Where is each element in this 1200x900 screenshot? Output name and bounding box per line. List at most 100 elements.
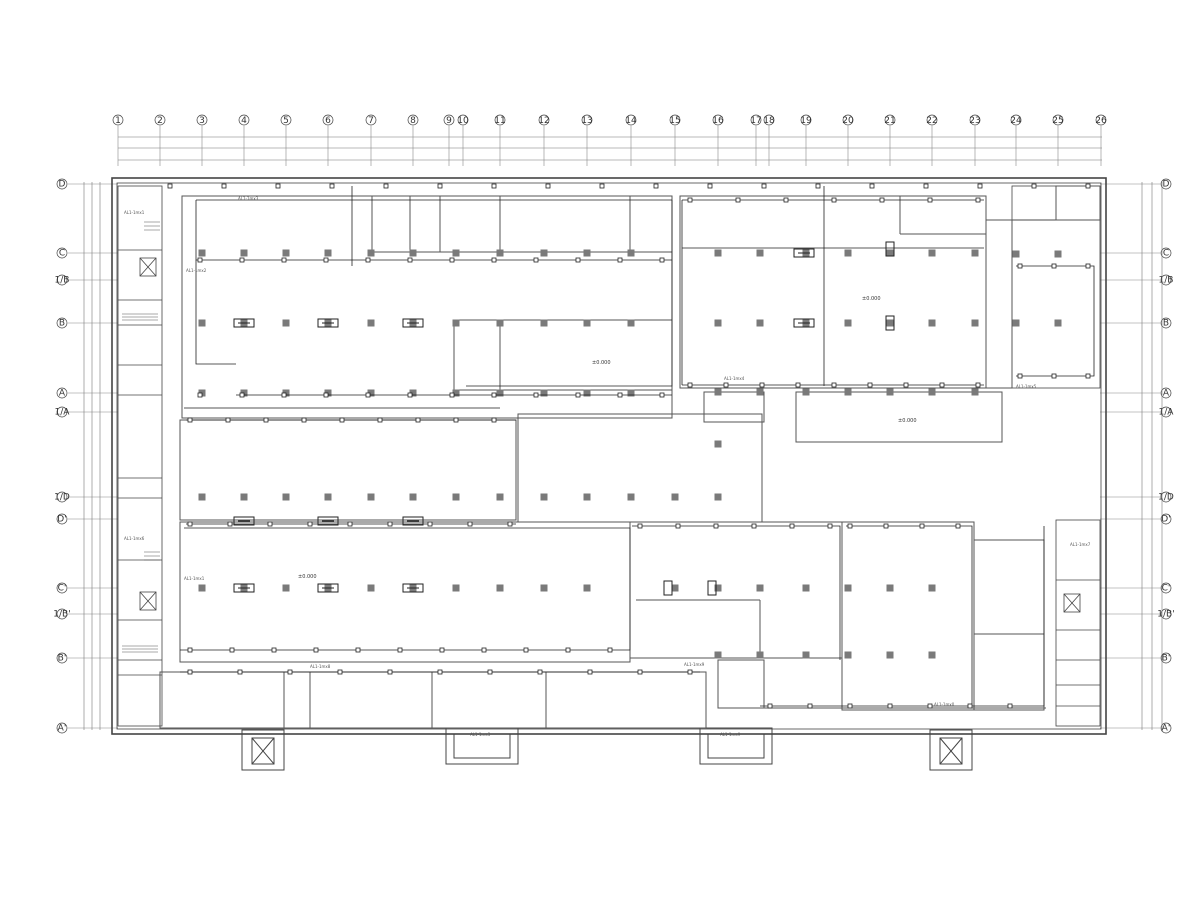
device-box (187, 521, 193, 527)
device-box (975, 197, 981, 203)
column-square (496, 249, 504, 257)
column-square (583, 319, 591, 327)
column-square (540, 249, 548, 257)
row-grid-bubble-right (1160, 317, 1172, 329)
panel-label-2: AL1-1mx2 (186, 268, 207, 273)
column-grid-label: 1 (115, 116, 121, 126)
row-grid-label-left: 1/B' (53, 610, 70, 620)
device-box (267, 521, 273, 527)
lamp-fixture (233, 516, 255, 526)
device-box (523, 647, 529, 653)
device-box (919, 523, 925, 529)
device-box (415, 417, 421, 423)
column-grid-label: 6 (325, 116, 331, 126)
device-box (533, 257, 539, 263)
row-grid-label-left: 1/B (55, 276, 70, 286)
column-square (1012, 319, 1020, 327)
device-box (675, 523, 681, 529)
column-square (756, 319, 764, 327)
device-box (339, 417, 345, 423)
device-box (427, 521, 433, 527)
panel-label-9: AL1-1mx9 (684, 662, 705, 667)
device-box (307, 521, 313, 527)
column-grid-bubble (494, 114, 506, 126)
row-grid-bubble-left (56, 491, 68, 503)
column-square (282, 584, 290, 592)
column-square (714, 440, 722, 448)
column-square (886, 319, 894, 327)
column-square (409, 249, 417, 257)
device-box (869, 183, 875, 189)
device-box (365, 257, 371, 263)
device-box (407, 392, 413, 398)
column-grid-label: 12 (538, 116, 549, 126)
column-grid-bubble (280, 114, 292, 126)
row-grid-bubble-left (56, 652, 68, 664)
column-square (844, 584, 852, 592)
device-box (687, 382, 693, 388)
column-grid-label: 9 (446, 116, 452, 126)
column-grid-bubble (763, 114, 775, 126)
device-box (659, 392, 665, 398)
row-grid-label-right: 1/A (1159, 408, 1175, 418)
device-box (967, 703, 973, 709)
column-square (971, 319, 979, 327)
lamp-fixture-vertical (663, 580, 673, 596)
column-square (928, 388, 936, 396)
device-box (187, 669, 193, 675)
device-box (939, 382, 945, 388)
row-grid-label-right: 1/B (1159, 276, 1174, 286)
column-square (496, 389, 504, 397)
column-square (282, 249, 290, 257)
top-dimension-lines (118, 136, 1102, 161)
device-box (883, 523, 889, 529)
column-square (496, 584, 504, 592)
device-box (1085, 263, 1091, 269)
column-square (540, 389, 548, 397)
column-grid-bubble (926, 114, 938, 126)
device-box (1085, 183, 1091, 189)
device-box (1017, 263, 1023, 269)
column-square (409, 493, 417, 501)
device-box (533, 392, 539, 398)
device-box (397, 647, 403, 653)
device-box (449, 257, 455, 263)
device-box (437, 669, 443, 675)
panel-label-6: AL1-1mx6 (124, 536, 145, 541)
device-box (867, 382, 873, 388)
device-box (355, 647, 361, 653)
row-grid-label-left: 1/A (55, 408, 71, 418)
device-box (287, 669, 293, 675)
device-box (301, 417, 307, 423)
device-box (575, 392, 581, 398)
row-grid-bubble-left (56, 317, 68, 329)
column-square (198, 584, 206, 592)
column-grid-label: 2 (157, 116, 163, 126)
device-box (281, 392, 287, 398)
column-square (496, 319, 504, 327)
column-grid-label: 14 (625, 116, 637, 126)
row-grid-label-left: C' (58, 584, 67, 594)
device-box (187, 647, 193, 653)
device-box (617, 392, 623, 398)
column-square (886, 388, 894, 396)
column-grid-bubble (800, 114, 812, 126)
device-box (687, 669, 693, 675)
column-square (756, 651, 764, 659)
lamp-fixture (317, 583, 339, 593)
column-grid-label: 11 (494, 116, 505, 126)
device-box (653, 183, 659, 189)
column-grid-label: 7 (368, 116, 374, 126)
column-square (198, 249, 206, 257)
lamp-fixture (793, 318, 815, 328)
column-square (756, 584, 764, 592)
column-square (409, 389, 417, 397)
column-square (627, 493, 635, 501)
device-box (723, 382, 729, 388)
device-box (491, 392, 497, 398)
column-grid-bubble (443, 114, 455, 126)
device-box (387, 521, 393, 527)
device-box (263, 417, 269, 423)
row-grid-label-right: D' (1161, 515, 1170, 525)
row-grid-label-right: A (1163, 389, 1170, 399)
